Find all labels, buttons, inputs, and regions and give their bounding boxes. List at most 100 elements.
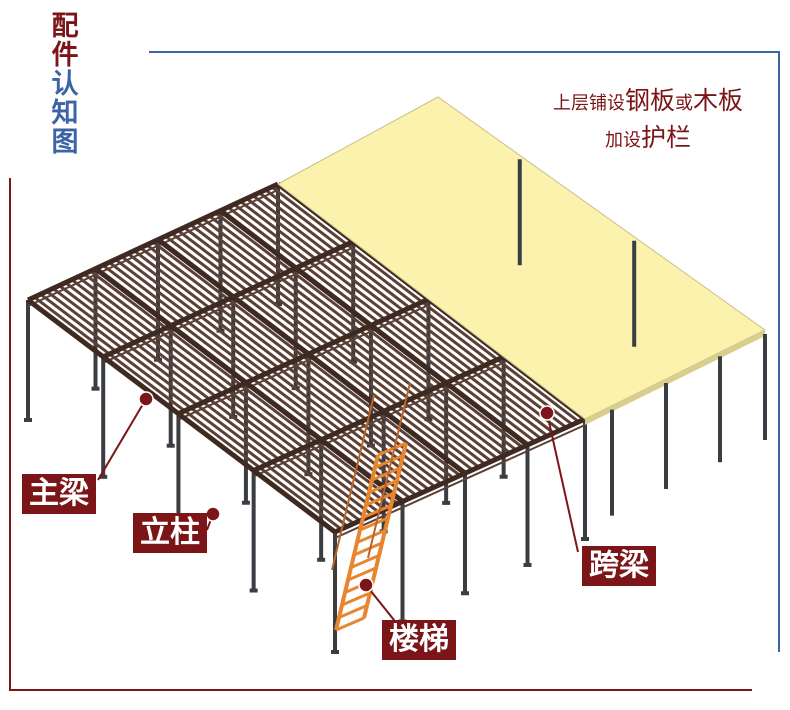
joist bbox=[64, 281, 374, 517]
note-text: 上层铺设 bbox=[552, 93, 625, 114]
leader-dot bbox=[205, 506, 221, 522]
note-text: 木板 bbox=[693, 86, 744, 115]
label-stair: 楼梯 bbox=[382, 620, 456, 660]
note-text: 加设 bbox=[604, 130, 641, 151]
stair-tread bbox=[356, 529, 386, 544]
note-text: 钢板 bbox=[624, 86, 675, 115]
stair-handrail bbox=[331, 394, 375, 571]
column-base bbox=[461, 591, 469, 596]
column-base bbox=[349, 359, 358, 364]
column-base bbox=[274, 302, 282, 306]
deck-note-line-2: 加设护栏 bbox=[520, 121, 776, 158]
vertical-title: 配 件 认 知 图 bbox=[48, 12, 82, 157]
mezzanine-structure bbox=[24, 96, 767, 654]
joist bbox=[145, 243, 455, 480]
leader-dot bbox=[138, 391, 154, 407]
joist bbox=[77, 275, 386, 511]
joist bbox=[102, 264, 411, 500]
column-base bbox=[241, 500, 250, 505]
edge-beam bbox=[156, 237, 467, 476]
column-base bbox=[331, 650, 339, 654]
joist bbox=[189, 223, 499, 460]
joist bbox=[70, 278, 380, 514]
main-beam bbox=[252, 354, 505, 473]
joist bbox=[52, 287, 361, 522]
title-char: 认 bbox=[51, 69, 79, 100]
joist bbox=[227, 206, 536, 443]
main-beam bbox=[102, 239, 355, 360]
note-text: 护栏 bbox=[640, 123, 691, 152]
joist bbox=[239, 200, 549, 438]
column-base bbox=[99, 474, 108, 479]
joist bbox=[170, 232, 480, 469]
joist bbox=[245, 197, 555, 435]
edge-beam bbox=[26, 298, 337, 534]
stair-tread bbox=[350, 554, 380, 569]
stair-tread bbox=[359, 516, 389, 532]
title-char: 配 bbox=[51, 11, 79, 42]
joist bbox=[258, 191, 568, 429]
deck-note: 上层铺设钢板或木板 加设护栏 bbox=[520, 84, 776, 158]
deck-note-line-1: 上层铺设钢板或木板 bbox=[520, 84, 776, 121]
title-char: 件 bbox=[51, 40, 79, 71]
joist bbox=[108, 261, 418, 497]
joist bbox=[39, 293, 349, 528]
column-base bbox=[24, 418, 32, 422]
label-column: 立柱 bbox=[133, 513, 207, 553]
joist bbox=[214, 211, 524, 449]
joist bbox=[164, 235, 474, 472]
stair-tread bbox=[374, 454, 404, 469]
stair-tread bbox=[362, 504, 392, 519]
joist bbox=[114, 258, 424, 494]
joist bbox=[58, 284, 368, 520]
leader-line bbox=[546, 412, 579, 553]
main-beam-flange bbox=[102, 246, 354, 364]
main-beam-flange bbox=[253, 361, 505, 478]
joist bbox=[264, 188, 574, 426]
joist bbox=[270, 185, 580, 424]
joist bbox=[127, 252, 436, 488]
main-beam bbox=[26, 181, 280, 303]
column-base bbox=[91, 386, 100, 391]
column-base bbox=[581, 537, 589, 541]
joist bbox=[208, 214, 518, 452]
column-base bbox=[523, 562, 532, 567]
joist bbox=[83, 272, 393, 508]
stair-tread bbox=[365, 491, 395, 507]
stair-tread bbox=[371, 466, 401, 482]
stair-tread bbox=[335, 616, 365, 632]
joist bbox=[252, 194, 561, 432]
column-base bbox=[249, 588, 258, 593]
title-char: 知 bbox=[51, 98, 79, 129]
label-main-beam: 主梁 bbox=[22, 474, 96, 514]
stair-tread bbox=[368, 479, 398, 494]
joist bbox=[45, 290, 355, 525]
frame-top-line bbox=[149, 51, 780, 652]
stair-tread bbox=[341, 591, 371, 607]
label-cross-beam: 跨梁 bbox=[582, 546, 656, 586]
column-base bbox=[424, 417, 433, 422]
leader-line bbox=[97, 398, 147, 481]
column-base bbox=[317, 557, 326, 562]
joist bbox=[89, 269, 399, 505]
joist bbox=[233, 203, 543, 440]
frame-left-line bbox=[9, 178, 752, 691]
joist bbox=[133, 249, 443, 486]
leader-dot bbox=[358, 577, 374, 593]
title-char: 图 bbox=[51, 127, 79, 158]
joist bbox=[202, 217, 511, 455]
label-leaders bbox=[97, 391, 579, 626]
joist bbox=[195, 220, 505, 457]
stair-handrail bbox=[367, 382, 411, 559]
joist bbox=[120, 255, 430, 491]
edge-beam bbox=[218, 208, 530, 447]
edge-beam bbox=[93, 266, 405, 504]
joist bbox=[33, 295, 343, 531]
joist bbox=[152, 240, 461, 477]
leader-line bbox=[365, 584, 399, 626]
stair-tread bbox=[347, 566, 377, 582]
main-beam-flange bbox=[178, 304, 429, 421]
main-beam-flange bbox=[27, 189, 279, 307]
stair-tread bbox=[353, 541, 383, 557]
